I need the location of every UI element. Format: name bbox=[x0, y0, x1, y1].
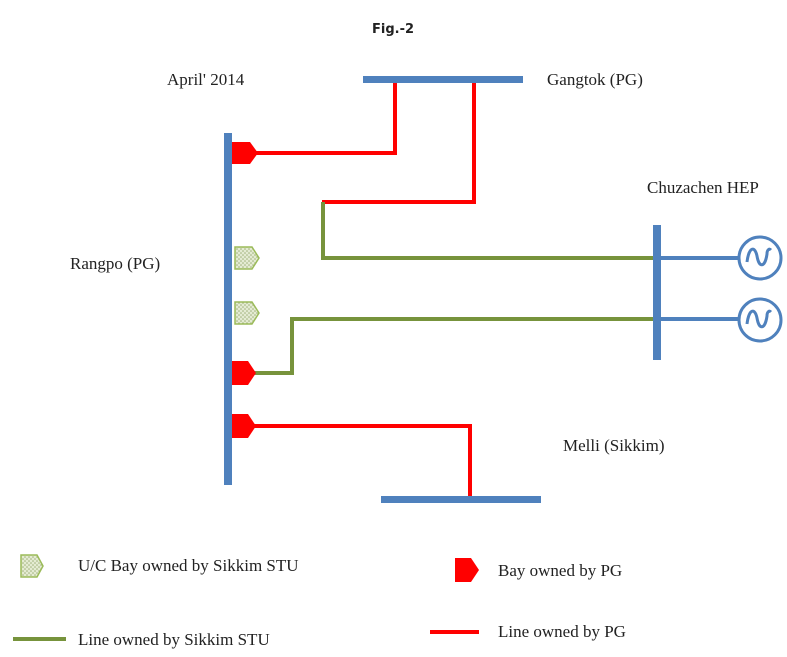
legend-bay-pg: Bay owned by PG bbox=[498, 561, 623, 580]
bay-pg-icon bbox=[232, 142, 258, 164]
rangpo-label: Rangpo (PG) bbox=[70, 254, 161, 273]
bay-pg-icon bbox=[455, 558, 479, 582]
date-label: April' 2014 bbox=[167, 70, 245, 89]
legend-line-stu: Line owned by Sikkim STU bbox=[78, 630, 270, 649]
generator-icon bbox=[737, 235, 783, 281]
line-rangpo-melli bbox=[254, 424, 472, 496]
bay-pg-icon bbox=[232, 361, 256, 385]
line-rangpo-gangtok-1 bbox=[255, 83, 397, 155]
line-gangtok-chuzachen-red bbox=[322, 83, 476, 204]
chuzachen-bus bbox=[653, 225, 661, 360]
bay-stu-icon bbox=[20, 554, 44, 578]
rangpo-bus bbox=[224, 133, 232, 485]
line-rangpo-chuzachen bbox=[254, 317, 653, 375]
bay-stu-icon bbox=[234, 301, 260, 325]
legend-line-pg: Line owned by PG bbox=[498, 622, 626, 641]
figure-label: Fig.-2 bbox=[372, 22, 415, 37]
generator-icon bbox=[737, 297, 783, 343]
melli-bus bbox=[381, 496, 541, 503]
melli-label: Melli (Sikkim) bbox=[563, 436, 665, 455]
chuzachen-label: Chuzachen HEP bbox=[647, 178, 759, 197]
bay-stu-icon bbox=[234, 246, 260, 270]
legend-uc-bay-stu: U/C Bay owned by Sikkim STU bbox=[78, 556, 299, 575]
bay-pg-icon bbox=[232, 414, 256, 438]
line-gangtok-chuzachen-green bbox=[321, 202, 653, 260]
gangtok-bus bbox=[363, 76, 523, 83]
gangtok-label: Gangtok (PG) bbox=[547, 70, 643, 89]
